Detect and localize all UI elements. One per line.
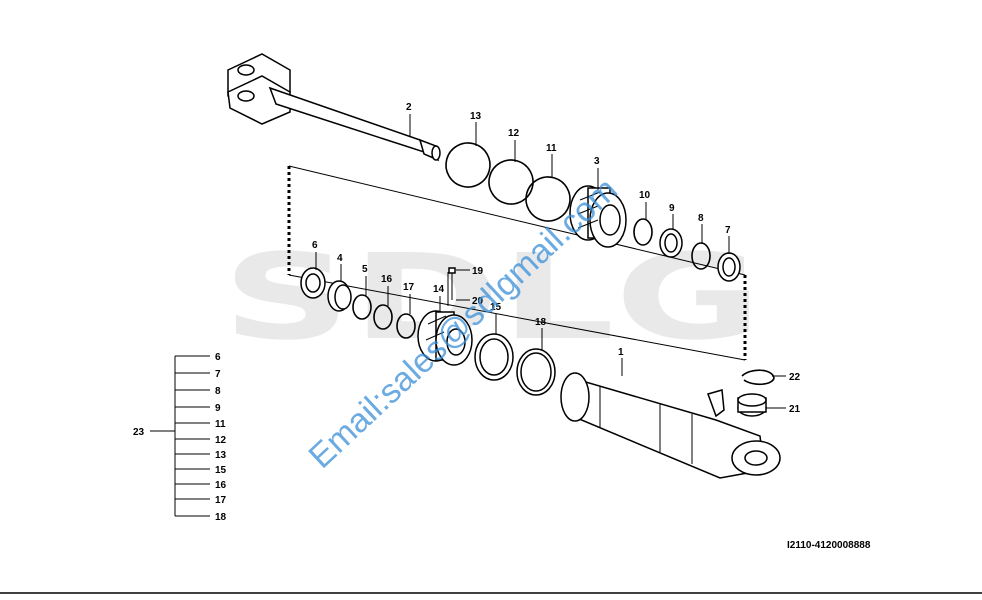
callout-17: 17 (403, 282, 415, 293)
callout-15: 15 (490, 302, 502, 313)
guide-sleeve (569, 185, 627, 248)
callout-13: 13 (470, 111, 482, 122)
callout-19: 19 (472, 266, 484, 277)
seal-rings-right (633, 218, 741, 282)
callout-6: 6 (312, 240, 318, 251)
kit-item: 11 (215, 419, 226, 430)
seal-rings-left (300, 267, 416, 339)
callout-14: 14 (433, 284, 445, 295)
piston (417, 267, 473, 366)
seal-rings-top (445, 142, 571, 222)
callout-10: 10 (639, 190, 651, 201)
drawing-code: I2110-4120008888 (787, 540, 871, 551)
callout-3: 3 (594, 156, 600, 167)
callout-4: 4 (337, 253, 343, 264)
callout-20: 20 (472, 296, 484, 307)
callout-7: 7 (725, 225, 731, 236)
kit-item: 9 (215, 403, 221, 414)
kit-item: 16 (215, 480, 227, 491)
cylinder-barrel (560, 372, 781, 479)
bushing-and-circlip (737, 369, 775, 417)
kit-item: 13 (215, 450, 227, 461)
kit-label: 23 (133, 427, 145, 438)
callout-21: 21 (789, 404, 801, 415)
callout-18: 18 (535, 317, 547, 328)
callout-5: 5 (362, 264, 368, 275)
kit-item: 18 (215, 512, 227, 523)
callout-11: 11 (546, 143, 557, 154)
kit-item: 6 (215, 352, 221, 363)
kit-item: 8 (215, 386, 221, 397)
kit-item: 7 (215, 369, 221, 380)
callout-2: 2 (406, 102, 412, 113)
callout-12: 12 (508, 128, 520, 139)
callout-22: 22 (789, 372, 801, 383)
leader-lines (315, 114, 786, 409)
piston-rod (227, 53, 441, 162)
kit-item: 15 (215, 465, 227, 476)
kit-bracket: 23 6 7 8 9 11 12 13 15 16 17 18 (133, 352, 227, 523)
wear-rings (474, 333, 556, 396)
callout-8: 8 (698, 213, 704, 224)
callout-1: 1 (618, 347, 624, 358)
callout-16: 16 (381, 274, 393, 285)
callout-9: 9 (669, 203, 675, 214)
kit-item: 12 (215, 435, 227, 446)
kit-item: 17 (215, 495, 227, 506)
callout-labels: 1 2 3 4 5 6 7 8 9 10 11 12 13 14 15 16 1… (312, 102, 801, 415)
